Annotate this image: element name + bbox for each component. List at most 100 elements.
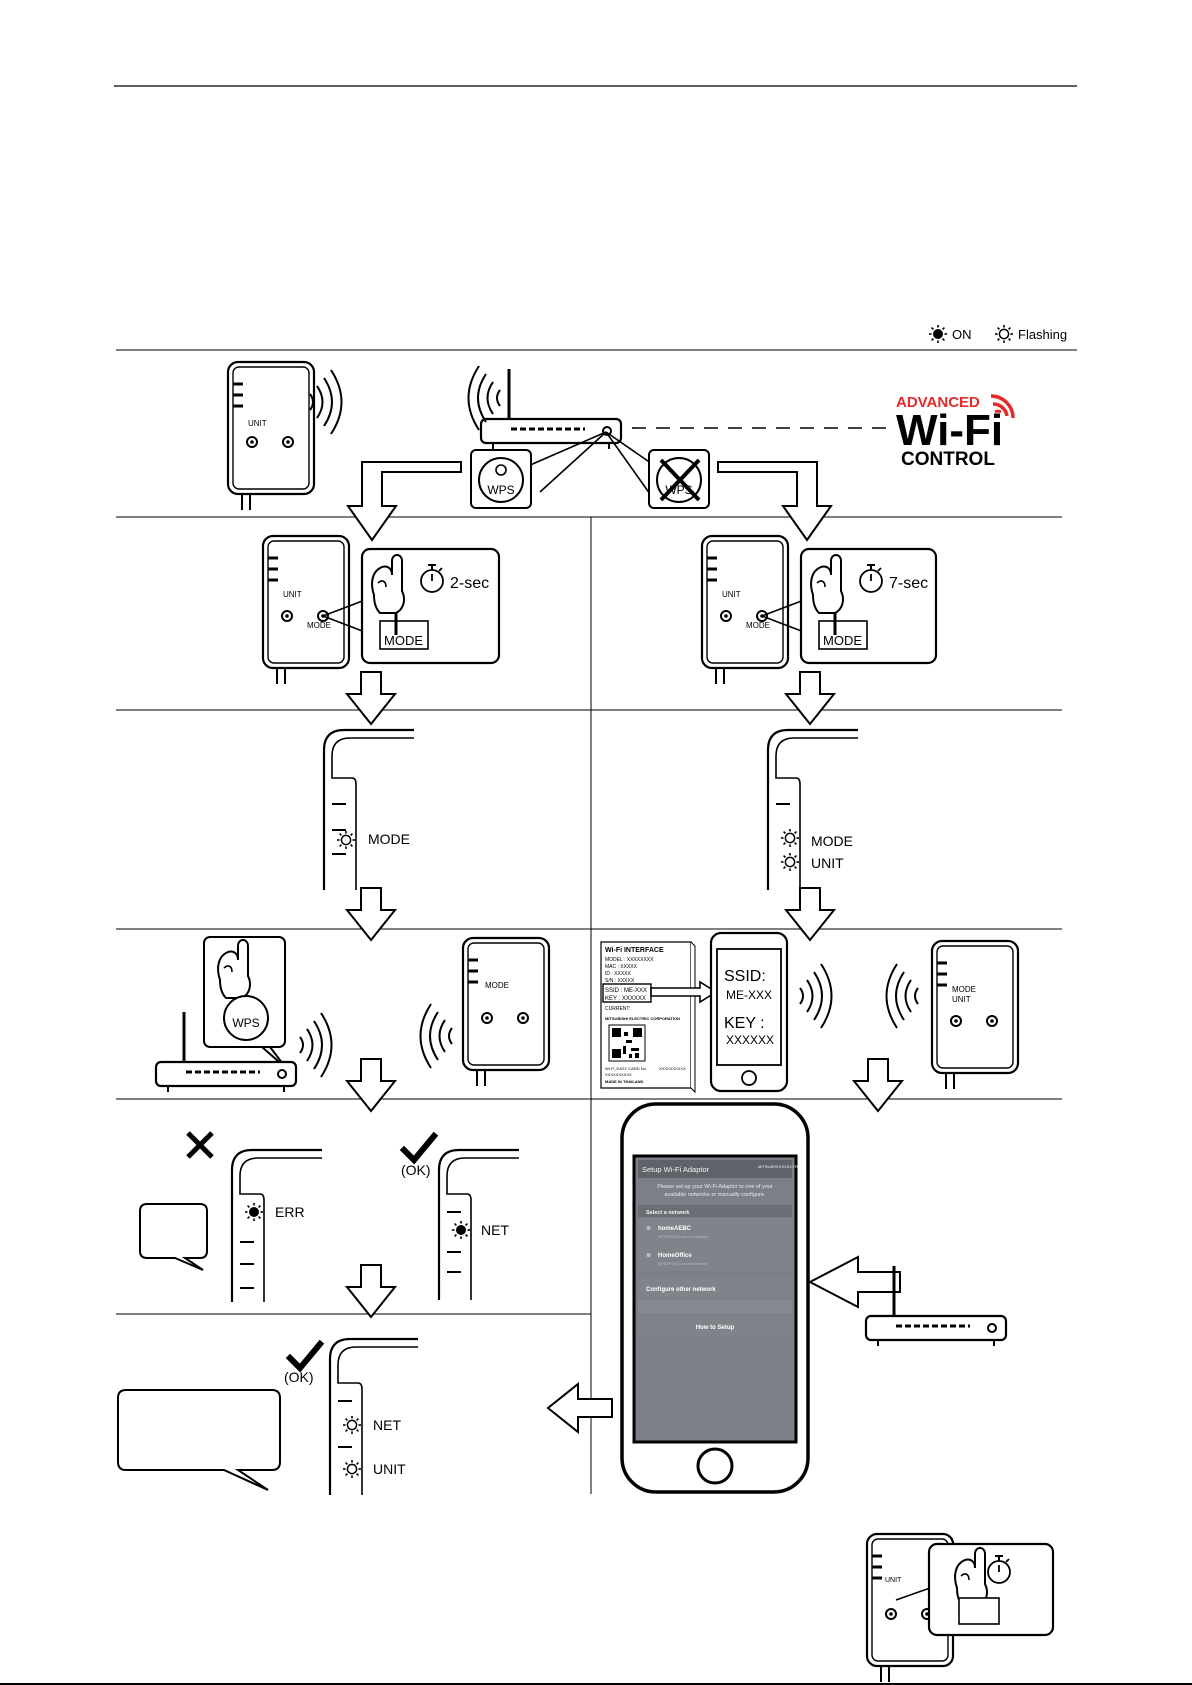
flow-arrow-no-wps bbox=[717, 461, 833, 542]
legend-flashing-label: Flashing bbox=[1018, 327, 1067, 342]
led-panel-net-on: NET bbox=[437, 1148, 519, 1300]
no-wps-callout: WPS bbox=[648, 449, 710, 509]
adaptor-mode-right: UNIT MODE bbox=[700, 534, 790, 686]
speech-bubble-large bbox=[117, 1389, 281, 1491]
svg-text:XXXXXXXXXX: XXXXXXXXXX bbox=[659, 1066, 686, 1071]
led-flashing-icon bbox=[342, 1459, 362, 1479]
svg-text:(OK): (OK) bbox=[401, 1162, 431, 1178]
ok-result-net-unit: (OK) bbox=[284, 1344, 320, 1385]
adaptor-wps-mode: MODE bbox=[461, 936, 551, 1088]
svg-text:WPS: WPS bbox=[487, 483, 514, 497]
app-intro-1: Please set up your Wi-Fi Adaptor to one … bbox=[657, 1184, 773, 1190]
led-on-icon bbox=[244, 1202, 264, 1222]
svg-text:MAC : XXXXX: MAC : XXXXX bbox=[605, 964, 638, 970]
led-panel-mode-flashing: MODE bbox=[322, 728, 416, 892]
svg-text:Wi-Fi INTERFACE: Wi-Fi INTERFACE bbox=[605, 947, 664, 954]
led-panel-net-unit-flashing: NET UNIT bbox=[328, 1337, 418, 1495]
logo-wifi: Wi-Fi bbox=[896, 406, 1003, 455]
flow-arrow bbox=[346, 671, 396, 725]
svg-text:MODE: MODE bbox=[368, 831, 410, 847]
flow-arrow bbox=[785, 671, 835, 725]
configure-other-network-button[interactable] bbox=[638, 1278, 792, 1298]
phone-app-setup: Setup Wi-Fi Adaptor MITSUBISHI ELECTRIC … bbox=[620, 1102, 810, 1494]
logo-advanced: ADVANCED bbox=[896, 394, 980, 411]
press-mode-2sec-callout: MODE 2-sec bbox=[360, 547, 501, 665]
svg-text:UNIT: UNIT bbox=[885, 1577, 902, 1584]
network-item[interactable]: ≋ HomeOffice WPA2/PSK(2) secured network bbox=[638, 1245, 792, 1271]
press-duration-7sec: 7-sec bbox=[889, 575, 928, 592]
led-flashing-icon bbox=[780, 852, 800, 872]
how-to-setup-button[interactable] bbox=[638, 1316, 792, 1336]
svg-text:UNIT: UNIT bbox=[373, 1461, 406, 1477]
svg-text:S/N : XXXXX: S/N : XXXXX bbox=[605, 978, 635, 984]
led-flashing-icon bbox=[994, 324, 1014, 344]
led-panel-mode-unit-flashing: MODE UNIT bbox=[766, 728, 860, 892]
cross-icon bbox=[186, 1131, 214, 1159]
ok-result-net: (OK) bbox=[401, 1136, 434, 1178]
flow-arrow bbox=[853, 1058, 903, 1112]
svg-text:UNIT: UNIT bbox=[248, 419, 267, 428]
wifi-signal-icon: ≋ bbox=[646, 1253, 651, 1259]
footer-adaptor: UNIT bbox=[865, 1532, 955, 1684]
flow-arrow bbox=[346, 887, 396, 941]
advanced-wifi-control-logo: ADVANCED Wi-Fi CONTROL bbox=[896, 394, 1015, 470]
router-to-phone-arrow bbox=[807, 1255, 901, 1309]
press-mode-7sec-callout: MODE 7-sec bbox=[799, 547, 938, 665]
svg-text:MODE: MODE bbox=[485, 981, 509, 990]
flow-arrow bbox=[346, 1264, 396, 1318]
svg-text:KEY :: KEY : bbox=[724, 1015, 765, 1032]
row1-adaptor: UNIT bbox=[226, 360, 316, 512]
svg-text:MODE: MODE bbox=[952, 985, 976, 994]
wifi-signal-icon: ≋ bbox=[646, 1226, 651, 1232]
svg-text:(OK): (OK) bbox=[284, 1369, 314, 1385]
svg-text:ERR: ERR bbox=[275, 1204, 305, 1220]
router-wifi-waves-icon bbox=[299, 1012, 333, 1078]
flow-arrow bbox=[346, 1058, 396, 1112]
svg-text:MITSUBISHI ELECTRIC CORPORATIO: MITSUBISHI ELECTRIC CORPORATION bbox=[605, 1016, 680, 1021]
led-on-icon bbox=[928, 324, 948, 344]
svg-text:ME-XXX: ME-XXX bbox=[726, 988, 772, 1002]
logo-wifi-arc-icon bbox=[990, 394, 1015, 419]
adaptor-mode-left: UNIT MODE bbox=[261, 534, 351, 686]
led-flashing-icon bbox=[342, 1415, 362, 1435]
svg-text:WPS: WPS bbox=[232, 1016, 259, 1030]
network-item[interactable]: ≋ homeAEBC WPA2/PSK(2) secured network bbox=[638, 1218, 792, 1244]
svg-text:UNIT: UNIT bbox=[811, 855, 844, 871]
check-icon bbox=[290, 1344, 320, 1368]
phone-to-result-arrow bbox=[546, 1381, 613, 1435]
network-security: WPA2/PSK(2) secured network bbox=[658, 1262, 708, 1266]
network-security: WPA2/PSK(2) secured network bbox=[658, 1235, 708, 1239]
svg-text:MODE: MODE bbox=[384, 633, 423, 648]
legend: ON Flashing bbox=[928, 324, 1067, 344]
adaptor-mode-unit: MODE UNIT bbox=[930, 939, 1020, 1091]
led-on-icon bbox=[451, 1220, 471, 1240]
error-result bbox=[139, 1131, 214, 1271]
led-flashing-icon bbox=[336, 830, 356, 850]
svg-text:UNIT: UNIT bbox=[952, 995, 971, 1004]
network-name: HomeOffice bbox=[658, 1253, 692, 1259]
check-icon bbox=[404, 1136, 434, 1160]
led-panel-err-on: ERR bbox=[230, 1148, 322, 1302]
adaptor-wifi-waves-icon bbox=[885, 963, 919, 1029]
flow-arrow bbox=[785, 887, 835, 941]
svg-text:SSID:: SSID: bbox=[724, 968, 766, 985]
logo-control: CONTROL bbox=[901, 449, 995, 470]
card-to-phone-arrow bbox=[650, 980, 718, 1004]
app-intro-2: available networks or manually configure… bbox=[665, 1192, 766, 1198]
wps-button-callout: WPS bbox=[470, 449, 532, 509]
press-duration-2sec: 2-sec bbox=[450, 575, 489, 592]
app-brand: MITSUBISHI ELECTRIC bbox=[758, 1164, 802, 1169]
svg-text:MADE IN THAILAND: MADE IN THAILAND bbox=[605, 1079, 644, 1084]
qr-code-icon bbox=[608, 1024, 646, 1062]
phone-wifi-waves-icon bbox=[799, 963, 833, 1029]
svg-text:UNIT: UNIT bbox=[722, 590, 741, 599]
phone-ssid-key: SSID: ME-XXX KEY : XXXXXX bbox=[709, 931, 789, 1093]
svg-text:XXXXXXXXXX: XXXXXXXXXX bbox=[605, 1072, 632, 1077]
svg-text:MODE: MODE bbox=[746, 621, 770, 630]
adaptor-wifi-waves-icon bbox=[419, 1003, 453, 1069]
app-select-network-label: Select a network bbox=[646, 1210, 690, 1216]
how-to-setup-label: How to Setup bbox=[696, 1325, 735, 1331]
app-header-title: Setup Wi-Fi Adaptor bbox=[642, 1165, 710, 1174]
svg-text:NET: NET bbox=[481, 1222, 509, 1238]
svg-text:XXXXXX: XXXXXX bbox=[726, 1033, 774, 1047]
